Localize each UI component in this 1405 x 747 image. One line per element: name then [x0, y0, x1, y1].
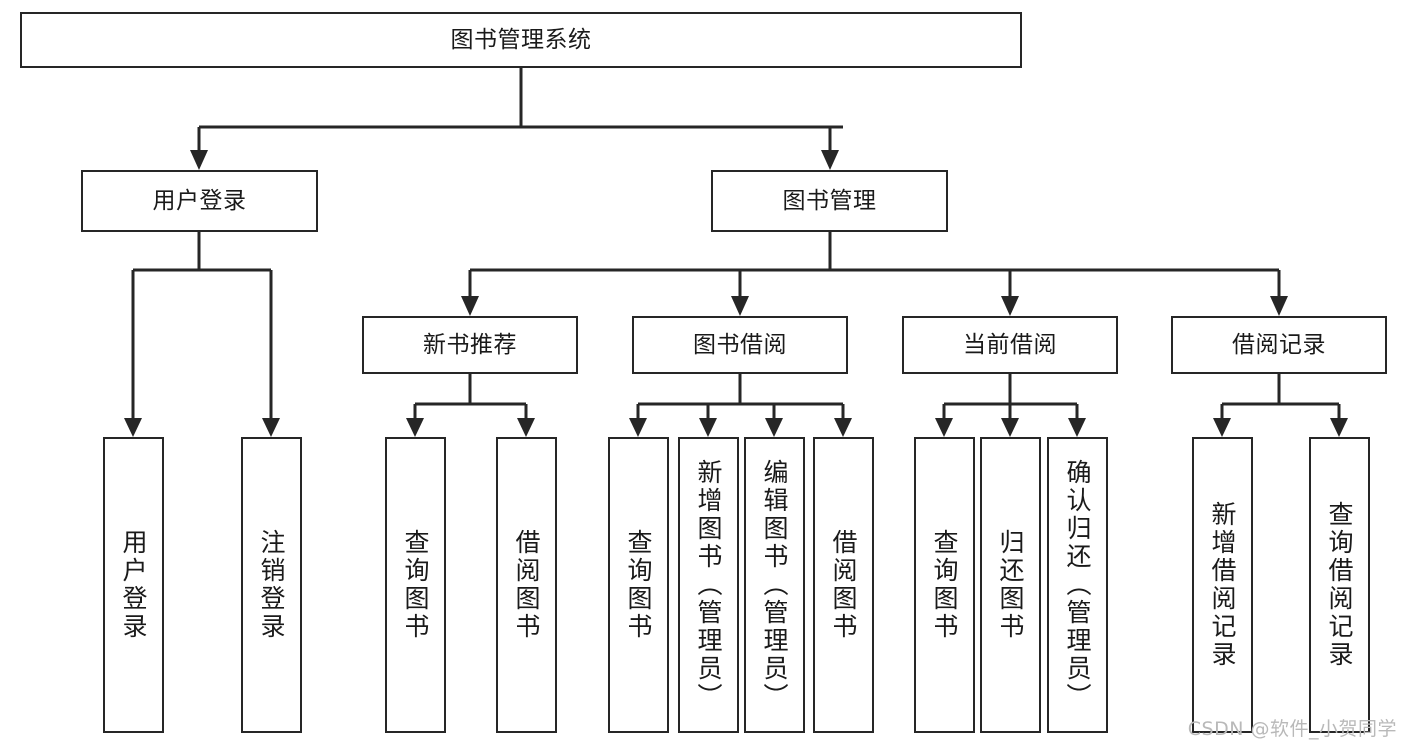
- node-label: 用户登录: [119, 529, 148, 641]
- node-label: 借阅图书: [829, 529, 858, 641]
- node-label: 图书管理系统: [450, 26, 592, 53]
- leaf-borrow-book-recommend[interactable]: 借阅图书: [496, 437, 557, 733]
- node-label: 新增借阅记录: [1208, 501, 1237, 669]
- leaf-query-borrow-record[interactable]: 查询借阅记录: [1309, 437, 1370, 733]
- leaf-query-book-borrow[interactable]: 查询图书: [608, 437, 669, 733]
- leaf-confirm-return[interactable]: 确认归还（管理员）: [1047, 437, 1108, 733]
- node-label: 确认归还（管理员）: [1063, 459, 1092, 711]
- node-label: 新增图书（管理员）: [694, 459, 723, 711]
- leaf-user-logout[interactable]: 注销登录: [241, 437, 302, 733]
- node-label: 图书借阅: [693, 331, 787, 358]
- node-book-management[interactable]: 图书管理: [711, 170, 948, 232]
- node-label: 归还图书: [996, 529, 1025, 641]
- node-label: 新书推荐: [423, 331, 517, 358]
- leaf-return-book[interactable]: 归还图书: [980, 437, 1041, 733]
- node-label: 查询借阅记录: [1325, 501, 1354, 669]
- node-label: 用户登录: [152, 187, 247, 214]
- node-book-borrow[interactable]: 图书借阅: [632, 316, 848, 374]
- node-label: 借阅记录: [1232, 331, 1326, 358]
- node-label: 查询图书: [930, 529, 959, 641]
- node-label: 注销登录: [257, 529, 286, 641]
- leaf-query-book-current[interactable]: 查询图书: [914, 437, 975, 733]
- node-label: 借阅图书: [512, 529, 541, 641]
- node-current-borrow[interactable]: 当前借阅: [902, 316, 1118, 374]
- node-borrow-record[interactable]: 借阅记录: [1171, 316, 1387, 374]
- node-root-system[interactable]: 图书管理系统: [20, 12, 1022, 68]
- node-user-login[interactable]: 用户登录: [81, 170, 318, 232]
- node-label: 查询图书: [624, 529, 653, 641]
- node-label: 编辑图书（管理员）: [760, 459, 789, 711]
- leaf-add-borrow-record[interactable]: 新增借阅记录: [1192, 437, 1253, 733]
- node-label: 图书管理: [782, 187, 877, 214]
- node-label: 当前借阅: [963, 331, 1057, 358]
- leaf-query-book-recommend[interactable]: 查询图书: [385, 437, 446, 733]
- leaf-edit-book[interactable]: 编辑图书（管理员）: [744, 437, 805, 733]
- node-new-book-recommend[interactable]: 新书推荐: [362, 316, 578, 374]
- leaf-add-book[interactable]: 新增图书（管理员）: [678, 437, 739, 733]
- node-label: 查询图书: [401, 529, 430, 641]
- leaf-user-login[interactable]: 用户登录: [103, 437, 164, 733]
- leaf-borrow-book[interactable]: 借阅图书: [813, 437, 874, 733]
